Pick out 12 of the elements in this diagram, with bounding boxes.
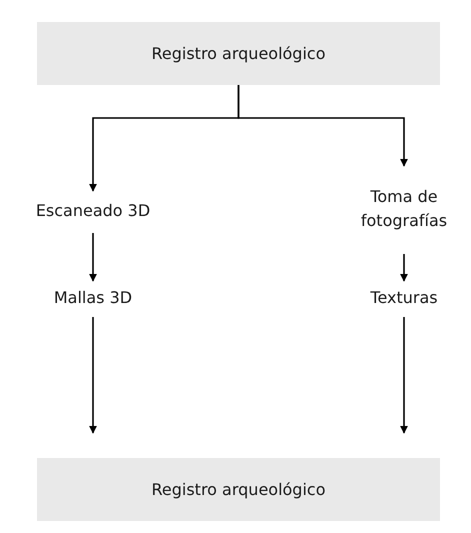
node-label: Escaneado 3D xyxy=(36,200,150,222)
arrow xyxy=(89,317,97,434)
node-label: Registro arqueológico xyxy=(151,42,326,64)
node-label: Texturas xyxy=(370,287,438,309)
node-label: Registro arqueológico xyxy=(151,478,326,500)
arrow xyxy=(400,317,408,434)
arrow xyxy=(400,254,408,282)
node-label: Toma de fotografías xyxy=(360,186,448,232)
process-box xyxy=(37,22,440,85)
arrow xyxy=(238,85,408,167)
node-label: Mallas 3D xyxy=(54,287,132,309)
arrow xyxy=(89,233,97,282)
